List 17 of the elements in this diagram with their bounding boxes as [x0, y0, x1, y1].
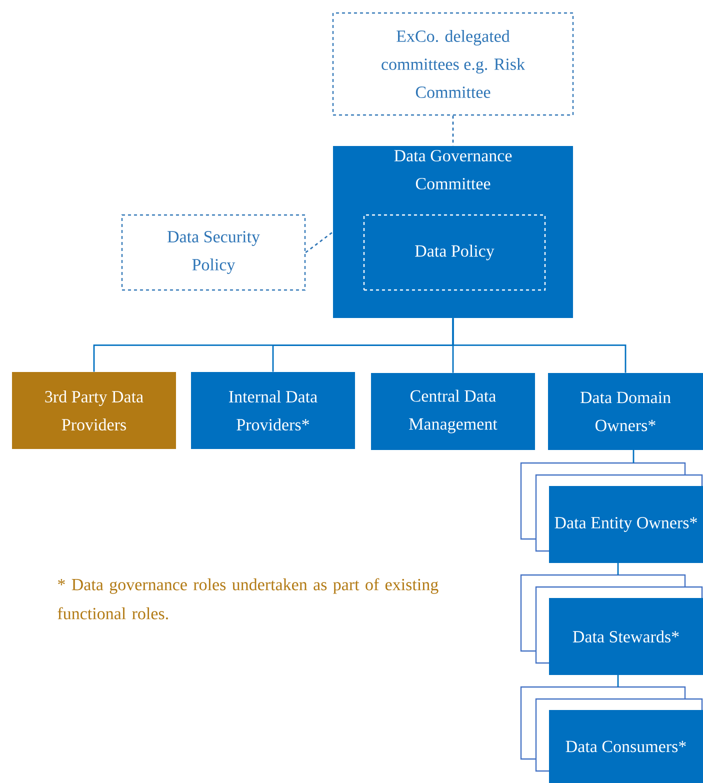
connector — [305, 231, 334, 254]
role-box: Central Data Management — [371, 373, 535, 450]
stacked-role-box: Data Consumers* — [520, 686, 703, 783]
connector — [617, 563, 619, 575]
footnote: * Data governance roles undertaken as part of existing functional roles. — [58, 578, 438, 620]
stacked-role-box: Data Entity Owners* — [520, 462, 703, 563]
role-box: 3rd Party Data Providers — [12, 372, 176, 449]
connector — [452, 318, 626, 373]
connector — [452, 116, 454, 146]
policy-box: Data Security Policy — [121, 214, 306, 291]
connector — [632, 450, 634, 463]
role-box: Internal Data Providers* — [191, 372, 355, 449]
role-box: Data Domain Owners* — [548, 373, 703, 450]
stacked-role-box: Data Stewards* — [520, 574, 703, 675]
policy-box: Data Policy — [363, 214, 546, 291]
committee-box: ExCo. delegated committees e.g. Risk Committee — [332, 12, 574, 116]
connector — [617, 675, 619, 687]
